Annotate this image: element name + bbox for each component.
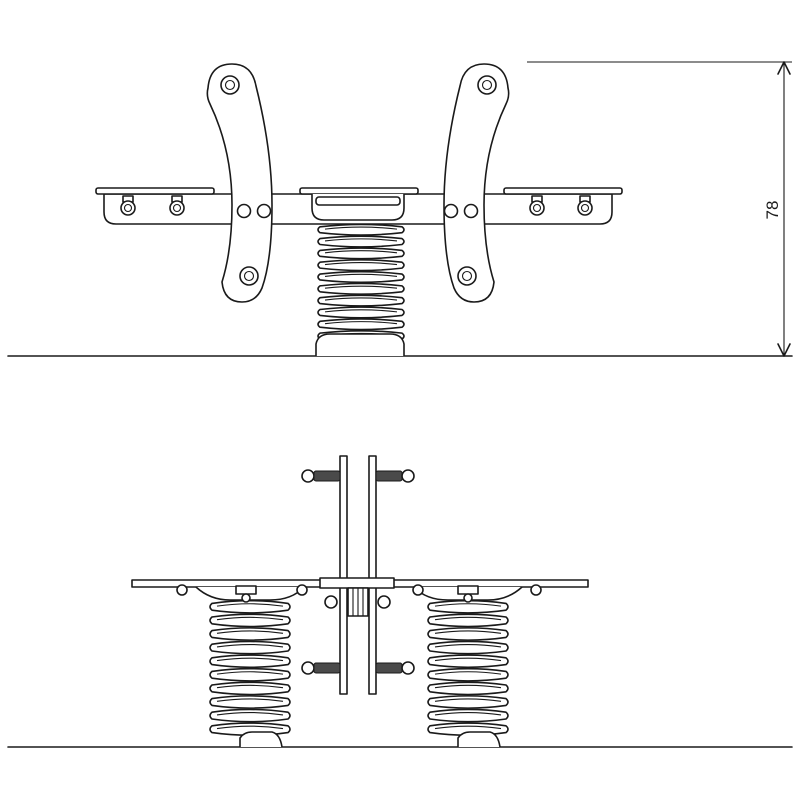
center-plate bbox=[299, 187, 419, 195]
spring-coil bbox=[209, 627, 291, 641]
spring-coil-inner bbox=[216, 657, 284, 662]
spring-bolt-left bbox=[235, 585, 257, 603]
height-dimension: 78 bbox=[527, 61, 792, 357]
spring-bolt-right bbox=[457, 585, 479, 603]
handle-left-mid-bolt-2 bbox=[256, 203, 272, 219]
spring-coil bbox=[209, 654, 291, 669]
spring-coil-inner bbox=[216, 671, 284, 675]
footrest-bolts-left bbox=[120, 195, 185, 216]
spring-coil-inner bbox=[434, 712, 502, 716]
spring-coil-inner bbox=[324, 309, 398, 313]
spring-coil-inner bbox=[324, 226, 398, 230]
grip-right-upper bbox=[375, 469, 415, 483]
grip-right-lower bbox=[375, 661, 415, 675]
spring-coil-inner bbox=[216, 603, 284, 607]
seat-plate-left bbox=[95, 187, 215, 195]
spring-base-bracket bbox=[315, 333, 405, 356]
spring-coil bbox=[209, 681, 291, 696]
grip-left-upper bbox=[301, 469, 341, 483]
seat-plate-right bbox=[503, 187, 623, 195]
spring-coil-inner bbox=[324, 321, 398, 325]
spring-coil bbox=[209, 722, 291, 737]
handle-right-top-bolt bbox=[477, 75, 497, 95]
spring-coil bbox=[427, 722, 509, 737]
handle-post-right bbox=[368, 455, 377, 695]
spring-coil bbox=[427, 627, 509, 641]
spring-coil-inner bbox=[216, 630, 284, 634]
handle-left-bottom-bolt bbox=[239, 266, 259, 286]
spring-coil bbox=[427, 613, 509, 628]
side-view bbox=[7, 455, 793, 748]
front-view: 78 bbox=[7, 61, 793, 357]
spring-coil bbox=[209, 640, 291, 655]
handle-left bbox=[206, 63, 273, 303]
spring-coil bbox=[427, 681, 509, 696]
spring-coil bbox=[317, 306, 405, 319]
spring-coil-inner bbox=[434, 603, 502, 607]
spring-coil bbox=[317, 235, 405, 248]
spring-coil bbox=[209, 613, 291, 628]
spring-coil bbox=[317, 247, 405, 260]
spring-coil-inner bbox=[324, 261, 398, 266]
spring-coil-inner bbox=[434, 725, 502, 730]
spring-coil-inner bbox=[216, 698, 284, 702]
footrest-bolts-right bbox=[529, 195, 593, 216]
spring-bracket-plate bbox=[315, 196, 401, 206]
spring-coil-inner bbox=[434, 644, 502, 648]
spring-coil bbox=[317, 282, 405, 295]
spring-coil-inner bbox=[216, 644, 284, 648]
spring-coil-inner bbox=[324, 297, 398, 301]
handle-right-bottom-bolt bbox=[457, 266, 477, 286]
spring-coil bbox=[317, 318, 405, 331]
spring-coil-inner bbox=[434, 630, 502, 634]
spring-front bbox=[317, 211, 405, 343]
spring-coil bbox=[427, 695, 509, 709]
spring-coil-inner bbox=[434, 657, 502, 662]
spring-coil-inner bbox=[216, 712, 284, 716]
spring-coil-inner bbox=[434, 671, 502, 675]
spring-coil bbox=[317, 259, 405, 272]
spring-coil-inner bbox=[216, 616, 284, 621]
spring-coil bbox=[317, 223, 405, 236]
spring-coil bbox=[427, 708, 509, 723]
spring-coil bbox=[427, 667, 509, 682]
handle-right bbox=[443, 63, 510, 303]
spring-coil bbox=[209, 599, 291, 614]
spring-coil-inner bbox=[434, 684, 502, 689]
spring-coil-inner bbox=[434, 698, 502, 702]
spring-coil bbox=[317, 270, 405, 284]
spring-side-left bbox=[209, 599, 291, 737]
spring-coil bbox=[209, 667, 291, 682]
grip-left-lower bbox=[301, 661, 341, 675]
spring-side-right bbox=[427, 599, 509, 737]
spring-coil-inner bbox=[324, 273, 398, 277]
handle-left-mid-bolt-1 bbox=[236, 203, 252, 219]
spring-coil bbox=[209, 708, 291, 723]
handle-post-left bbox=[339, 455, 348, 695]
spring-coil-inner bbox=[324, 285, 398, 289]
spring-coil bbox=[427, 640, 509, 655]
spring-coil bbox=[427, 599, 509, 614]
spring-coil bbox=[427, 654, 509, 669]
spring-coil-inner bbox=[434, 616, 502, 621]
spring-coil-inner bbox=[216, 684, 284, 689]
spring-coil bbox=[317, 294, 405, 307]
handle-right-mid-bolt-1 bbox=[443, 203, 459, 219]
spring-coil-inner bbox=[216, 725, 284, 730]
spring-coil-inner bbox=[324, 250, 398, 254]
spring-coil bbox=[209, 695, 291, 709]
dimension-label: 78 bbox=[763, 201, 782, 220]
spring-coil-inner bbox=[324, 238, 398, 242]
handle-right-mid-bolt-2 bbox=[463, 203, 479, 219]
handle-left-top-bolt bbox=[220, 75, 240, 95]
